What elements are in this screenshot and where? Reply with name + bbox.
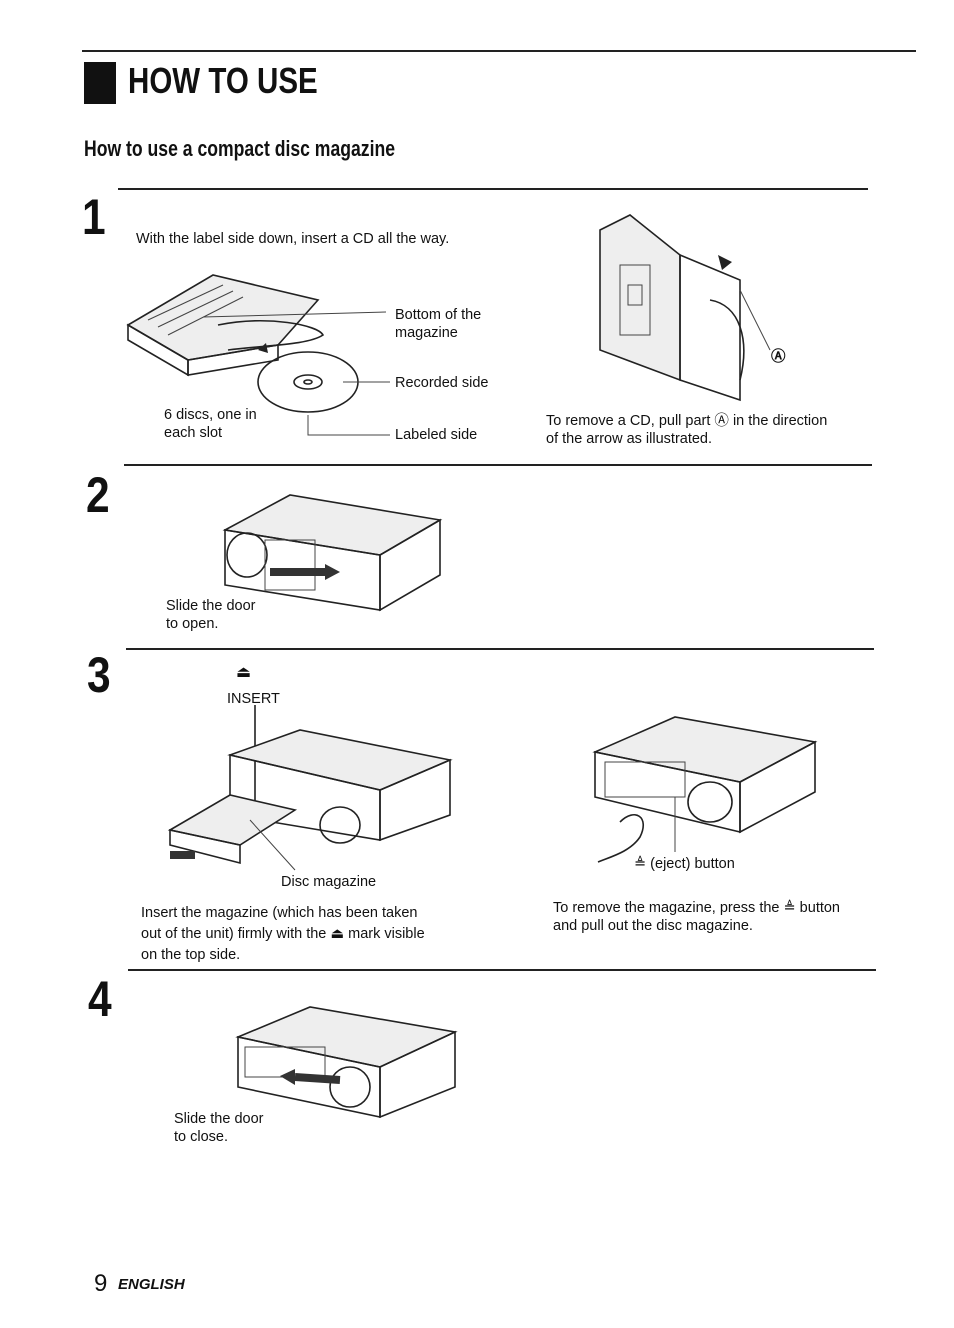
label-labeled-side: Labeled side [395,427,478,443]
step-1-instruction: With the label side down, insert a CD al… [136,231,450,247]
step-1-number: 1 [82,189,106,245]
step-2-number: 2 [86,467,110,523]
cd-magazine-illustration [126,274,390,436]
page-title: HOW TO USE [128,60,318,101]
label-recorded-side: Recorded side [395,375,489,391]
step-1-rule [118,188,868,190]
label-bottom-of-magazine: Bottom of the magazine [395,307,482,341]
footer-language: ENGLISH [118,1276,185,1293]
step-4-number: 4 [88,971,112,1027]
title-marker [84,62,116,104]
step-3-eject-note: To remove the magazine, press the ≜ butt… [553,900,840,934]
insert-magazine-illustration [167,705,453,871]
step-2-rule [124,464,872,466]
insert-label: INSERT [227,691,280,707]
disc-magazine-label: Disc magazine [281,874,377,890]
step-3-number: 3 [87,647,111,703]
label-six-discs: 6 discs, one in each slot [164,407,257,441]
step-3-rule [126,648,874,650]
open-door-illustration [222,494,443,612]
step-2-caption: Slide the door to open. [166,598,256,632]
part-a-marker: Ⓐ [771,349,786,365]
step-3-instruction: Insert the magazine (which has been take… [141,905,425,963]
step-4-caption: Slide the door to close. [174,1111,264,1145]
top-rule [82,50,916,52]
close-door-illustration [235,1006,458,1119]
eject-magazine-illustration [592,716,818,863]
page-number: 9 [94,1270,108,1297]
eject-button-label: ≜ (eject) button [634,856,735,872]
step-4-rule [128,969,876,971]
remove-cd-illustration [599,214,771,402]
section-subtitle: How to use a compact disc magazine [84,136,396,161]
step-1-side-note: To remove a CD, pull part Ⓐ in the direc… [546,413,828,447]
insert-symbol: ⏏ [236,664,252,681]
